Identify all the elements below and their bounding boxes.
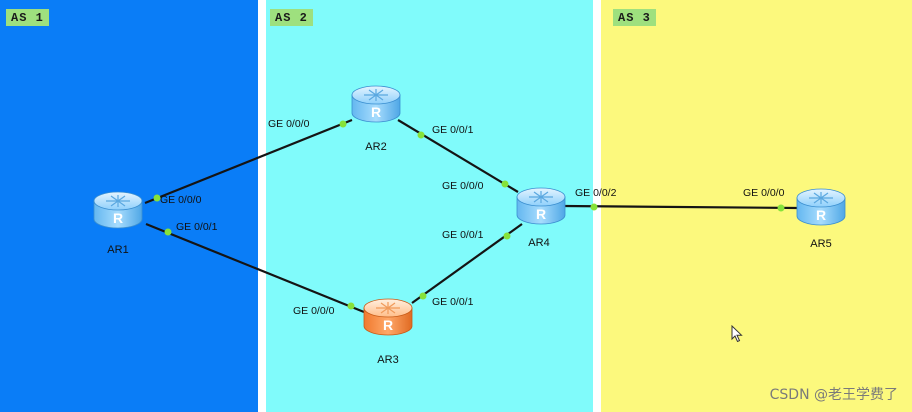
router-ar4[interactable]: R AR4 xyxy=(516,187,566,249)
port-dot-ar2-g1 xyxy=(417,131,425,139)
port-dots xyxy=(153,120,785,310)
link-ar1-ar2 xyxy=(144,118,353,205)
router-icon: R xyxy=(93,191,143,229)
port-dot-ar1-g1 xyxy=(164,228,172,236)
port-label-ar4-g0: GE 0/0/0 xyxy=(442,180,484,192)
svg-text:R: R xyxy=(816,207,826,223)
port-dot-ar4-g1 xyxy=(503,232,511,240)
port-label-ar3-g0: GE 0/0/0 xyxy=(293,305,335,317)
port-label-ar4-g2: GE 0/0/2 xyxy=(575,187,617,199)
as3-label: AS 3 xyxy=(613,9,656,26)
link-ar4-ar5 xyxy=(563,204,799,210)
as2-label: AS 2 xyxy=(270,9,313,26)
port-dot-ar4-g0 xyxy=(501,180,509,188)
router-icon: R xyxy=(796,188,846,226)
as1-label: AS 1 xyxy=(6,9,49,26)
port-label-ar4-g1: GE 0/0/1 xyxy=(442,229,484,241)
router-name-ar5: AR5 xyxy=(810,238,831,250)
svg-text:R: R xyxy=(536,206,546,222)
port-label-ar3-g1: GE 0/0/1 xyxy=(432,296,474,308)
port-dot-ar2-g0 xyxy=(339,120,347,128)
port-label-ar1-g1: GE 0/0/1 xyxy=(176,221,218,233)
svg-text:R: R xyxy=(113,210,123,226)
port-label-ar1-g0: GE 0/0/0 xyxy=(160,194,202,206)
watermark: CSDN @老王学费了 xyxy=(769,387,898,403)
link-ar2-ar4 xyxy=(397,119,519,193)
router-name-ar4: AR4 xyxy=(528,237,549,249)
router-ar2[interactable]: R AR2 xyxy=(351,85,401,153)
svg-text:R: R xyxy=(383,317,393,333)
link-ar3-ar4 xyxy=(411,223,523,304)
router-name-ar3: AR3 xyxy=(377,354,398,366)
port-dot-ar5-g0 xyxy=(777,204,785,212)
router-name-ar2: AR2 xyxy=(365,141,386,153)
port-dot-ar4-g2 xyxy=(590,203,598,211)
router-icon: R xyxy=(351,85,401,123)
port-dot-ar3-g1 xyxy=(419,292,427,300)
router-name-ar1: AR1 xyxy=(107,244,128,256)
router-ar5[interactable]: R AR5 xyxy=(796,188,846,250)
port-label-ar2-g1: GE 0/0/1 xyxy=(432,124,474,136)
port-label-ar2-g0: GE 0/0/0 xyxy=(268,118,310,130)
router-icon: R xyxy=(363,298,413,336)
port-dot-ar1-g0 xyxy=(153,194,161,202)
port-dot-ar3-g0 xyxy=(347,302,355,310)
port-label-ar5-g0: GE 0/0/0 xyxy=(743,187,785,199)
router-ar3[interactable]: R AR3 xyxy=(363,298,413,366)
svg-text:R: R xyxy=(371,104,381,120)
link-ar1-ar3 xyxy=(145,222,365,314)
router-icon: R xyxy=(516,187,566,225)
mouse-pointer-icon xyxy=(731,324,743,348)
router-ar1[interactable]: R AR1 xyxy=(93,191,143,256)
